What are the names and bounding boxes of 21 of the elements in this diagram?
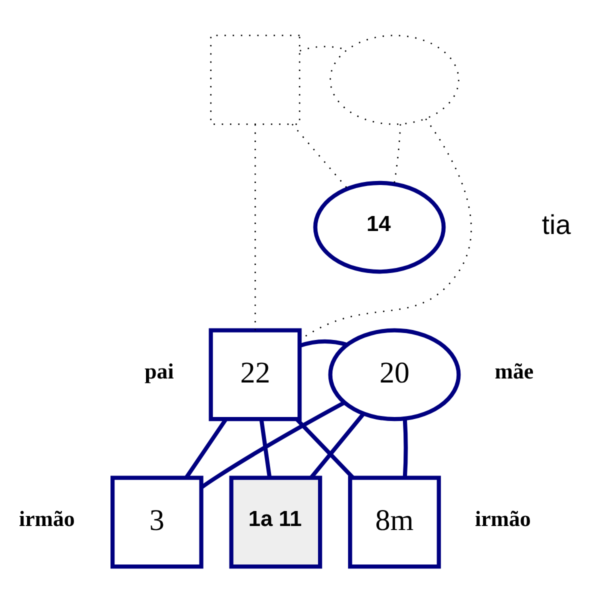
node-label: tia (542, 208, 571, 240)
connector (292, 123, 348, 189)
connector (259, 418, 272, 478)
node-ellipse: 14 (313, 180, 446, 274)
node-box: 8m (348, 475, 441, 568)
node-circle (330, 34, 460, 124)
node-label: irmão (19, 506, 75, 530)
node-box (210, 34, 300, 124)
node-box: 3 (110, 475, 204, 568)
node-label: irmão (475, 506, 531, 530)
node-box: 22 (208, 328, 302, 421)
node-ellipse: 20 (328, 328, 461, 421)
connector (299, 338, 348, 348)
connector (394, 124, 402, 184)
node-label: pai (144, 359, 174, 384)
connector (200, 400, 346, 489)
node-box: 1a 11 (229, 475, 322, 568)
connector (402, 418, 408, 478)
connector (299, 118, 472, 340)
connector (309, 412, 366, 479)
node-label: mãe (494, 359, 534, 384)
